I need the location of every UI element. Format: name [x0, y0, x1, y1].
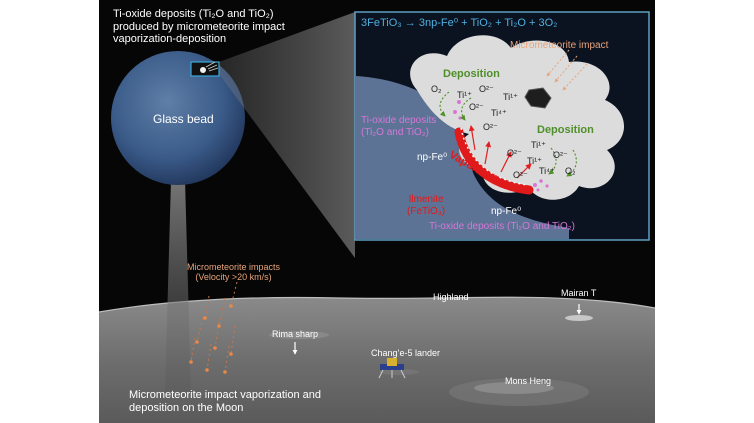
ilmenite-label-line-1: Ilmenite: [408, 194, 444, 205]
mons-heng-label: Mons Heng: [505, 376, 552, 386]
zoom-cone: [219, 12, 355, 258]
reaction-equation: 3FeTiO₃ → 3np-Fe⁰ + TiO₂ + Ti₂O + 3O₂: [361, 17, 558, 29]
highland-label: Highland: [433, 292, 469, 302]
vapor-cloud: [410, 35, 625, 200]
intro-caption-line-2: produced by micrometeorite impact: [113, 20, 285, 33]
species-1-ti1a: Ti¹⁺: [457, 90, 472, 100]
species-1-o2-minus-b: O²⁻: [469, 102, 484, 112]
lander-label: Chang’e-5 lander: [371, 348, 441, 358]
intro-caption-line-3: vaporization-deposition: [113, 33, 227, 46]
vaporization-arrows: [468, 125, 532, 179]
deposits-label-left: Ti-oxide deposits (Ti₂O and TiO₂): [361, 115, 436, 138]
species-1-o2-minus-a: O²⁻: [479, 84, 494, 94]
deposits-label-left-line-1: Ti-oxide deposits: [361, 115, 437, 126]
species-2-ti4: Ti⁴⁺: [539, 166, 555, 176]
impact-streaks: [190, 281, 238, 373]
deposition-label-1: Deposition: [443, 68, 500, 80]
lander-icon: [378, 358, 406, 379]
species-2-o2: O₂: [565, 166, 576, 176]
impact-label: Micrometeorite impact: [510, 40, 609, 51]
bottom-caption: Micrometeorite impact vaporization and d…: [129, 389, 321, 414]
ilmenite-rim: [454, 127, 534, 195]
species-2-o2-minus-a: O²⁻: [507, 148, 522, 158]
species-1-o2: O₂: [431, 84, 442, 94]
species-2-o2-minus-b: O²⁻: [553, 150, 568, 160]
moon-diagram: Ti-oxide deposits (Ti₂O and TiO₂) produc…: [99, 0, 655, 423]
bead-beam: [165, 180, 191, 392]
impacts-label: Micrometeorite impacts (Velocity >20 km/…: [187, 262, 280, 283]
species-1-ti4: Ti⁴⁺: [491, 108, 507, 118]
impacts-label-line-2: (Velocity >20 km/s): [195, 272, 272, 283]
species-1-ti1b: Ti¹⁺: [503, 92, 518, 102]
species-2-ti1b: Ti¹⁺: [527, 156, 542, 166]
mairan-label: Mairan T: [561, 288, 597, 298]
deposits-label-left-line-2: (Ti₂O and TiO₂): [361, 126, 429, 138]
rima-label: Rima sharp: [272, 329, 319, 339]
glass-bead-label: Glass bead: [153, 112, 214, 126]
horizon-line: [99, 296, 655, 313]
species-2-ti1a: Ti¹⁺: [531, 140, 546, 150]
impacts-label-line-1: Micrometeorite impacts: [187, 262, 281, 272]
ti-oxide-deposit-dots: [453, 100, 549, 192]
micrometeorite-rock: [524, 87, 552, 109]
glass-bead: [111, 51, 245, 185]
npfe-label-2: np-Fe⁰: [491, 206, 522, 217]
intro-caption-line-1: Ti-oxide deposits (Ti₂O and TiO₂): [113, 8, 274, 20]
ilmenite-label: Ilmenite (FeTiO₃): [407, 194, 445, 217]
ilmenite-label-line-2: (FeTiO₃): [407, 205, 446, 217]
species-1-o2-minus-c: O²⁻: [483, 122, 498, 132]
npfe-label-1: np-Fe⁰: [417, 152, 448, 163]
bottom-caption-line-1: Micrometeorite impact vaporization and: [129, 389, 321, 401]
deposition-label-2: Deposition: [537, 124, 594, 136]
bottom-caption-line-2: deposition on the Moon: [129, 401, 244, 414]
deposits-label-bottom: Ti-oxide deposits (Ti₂O and TiO₂): [429, 221, 575, 232]
impact-points: [189, 304, 233, 374]
species-2-o2-minus-c: O²⁻: [513, 170, 528, 180]
deposition-arrows: [439, 91, 577, 177]
diagram-artwork: [99, 11, 655, 423]
intro-caption: Ti-oxide deposits (Ti₂O and TiO₂) produc…: [113, 8, 285, 46]
